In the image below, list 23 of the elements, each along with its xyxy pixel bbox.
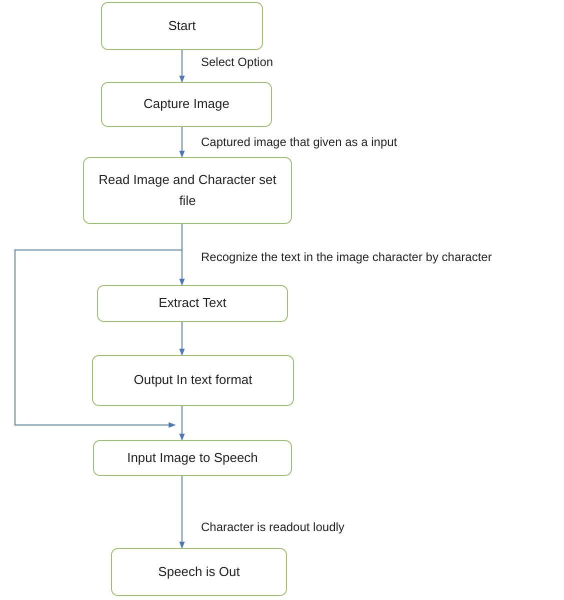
- node-text: Extract Text: [158, 294, 226, 312]
- edge-label: Captured image that given as a input: [200, 135, 398, 150]
- arrow: [179, 476, 185, 549]
- node-text: Capture Image: [144, 95, 230, 114]
- process-box: [83, 157, 292, 224]
- edge-label: Recognize the text in the image character by character: [200, 250, 493, 264]
- node-text: Input Image to Speech: [127, 448, 258, 467]
- node-text: Start: [168, 16, 196, 35]
- process-box: [92, 355, 294, 406]
- edge-label: Character is readout loudly: [200, 520, 346, 534]
- arrow: [179, 406, 185, 441]
- process-box: [101, 82, 272, 127]
- process-box: [97, 285, 288, 322]
- arrow: [179, 322, 185, 356]
- arrow: [179, 126, 185, 158]
- edge-label: Select Option: [200, 55, 274, 70]
- node-text: Output In text format: [134, 371, 252, 390]
- process-box: [101, 2, 263, 50]
- node-text: Speech is Out: [158, 562, 240, 581]
- node-text: Read Image and Character set file: [98, 171, 278, 210]
- process-box: [93, 440, 292, 476]
- process-box: [111, 548, 287, 596]
- arrow: [179, 50, 185, 83]
